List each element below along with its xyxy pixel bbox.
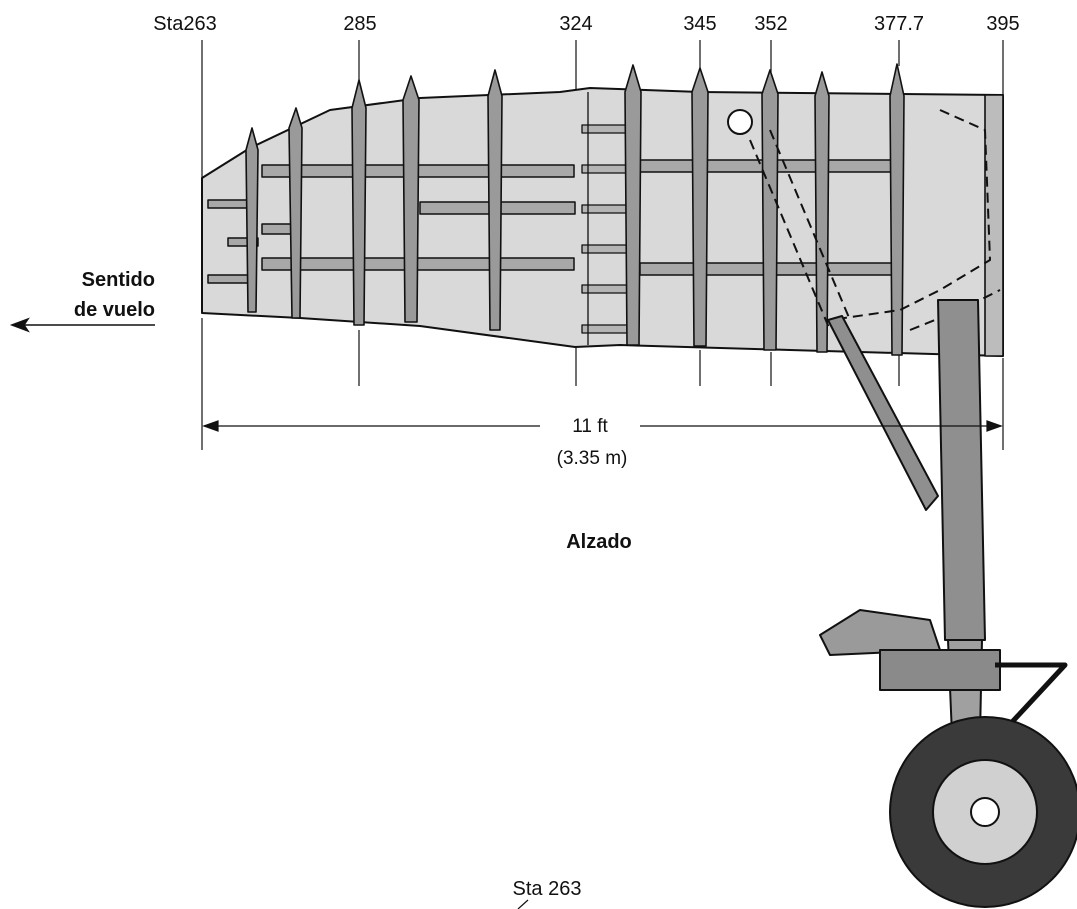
oleo-strut — [937, 299, 986, 641]
dimension-line — [202, 420, 1003, 432]
station-leader-lines-bottom — [201, 318, 1004, 450]
frames — [245, 63, 905, 356]
station-labels: Sta263 285 324 345 352 377.7 395 — [153, 13, 1019, 35]
bottom-station-leader — [517, 899, 529, 909]
station-label-324: 324 — [559, 13, 592, 35]
torque-collar — [879, 649, 1001, 691]
view-title: Alzado — [566, 531, 632, 553]
station-label-345: 345 — [683, 13, 716, 35]
station-label-377-7: 377.7 — [874, 13, 924, 35]
flight-direction-arrow — [9, 317, 155, 333]
flight-direction-label-line1: Sentido — [82, 269, 155, 291]
nose-wheel-axle — [970, 797, 1000, 827]
nose-gear-bay-structure — [201, 63, 1004, 357]
bottom-station-label: Sta 263 — [513, 878, 582, 900]
flight-direction-label-line2: de vuelo — [74, 299, 155, 321]
dimension-label-m: (3.35 m) — [557, 448, 628, 469]
station-label-395: 395 — [986, 13, 1019, 35]
station-label-285: 285 — [343, 13, 376, 35]
torque-link — [995, 662, 1068, 737]
station-leader-lines-top — [201, 40, 1004, 178]
steering-actuator — [819, 609, 941, 656]
station-label-352: 352 — [754, 13, 787, 35]
station-label-263: Sta263 — [153, 13, 216, 35]
drag-brace — [827, 315, 939, 511]
nose-landing-gear — [819, 299, 1077, 908]
dimension-label-ft: 11 ft — [572, 416, 608, 437]
pivot-upper — [727, 109, 753, 135]
